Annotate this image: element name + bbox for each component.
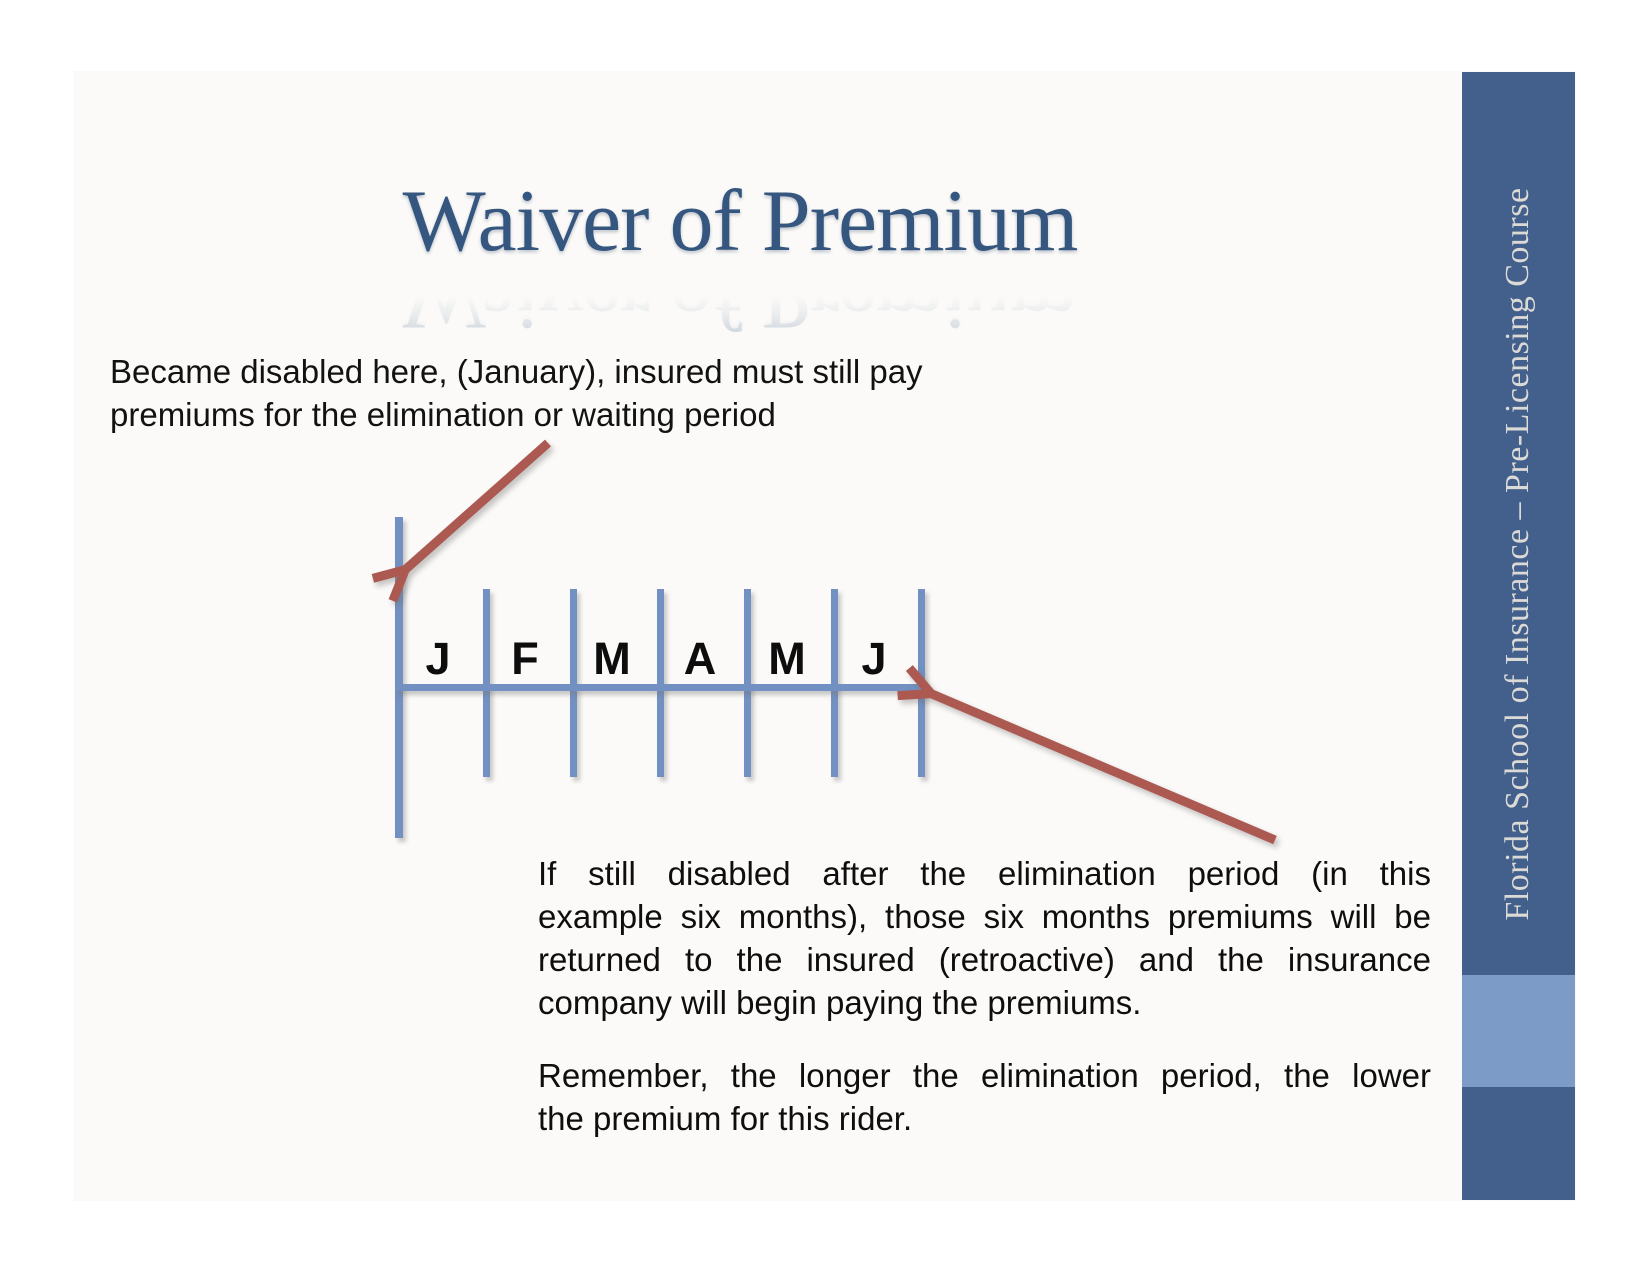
paragraph-line: company will begin paying the premiums. xyxy=(538,984,1142,1021)
arrow-to-timeline-start xyxy=(406,439,551,569)
paragraph-line: Remember, the longer the elimination per… xyxy=(538,1057,1431,1094)
timeline-tick xyxy=(657,589,664,777)
timeline-tick xyxy=(831,589,838,777)
annotation-top-left: Became disabled here, (January), insured… xyxy=(110,350,970,436)
paragraph-line: example six months), those six months pr… xyxy=(538,898,1431,935)
month-label-june: J xyxy=(861,633,887,684)
arrow-to-timeline-end xyxy=(932,694,1277,845)
timeline-start-line xyxy=(395,517,403,838)
paragraph-line: If still disabled after the elimination … xyxy=(538,855,1431,892)
timeline-tick xyxy=(918,589,925,777)
timeline-tick xyxy=(744,589,751,777)
month-label-may: M xyxy=(768,633,806,684)
slide: Waiver of Premium Became disabled here, … xyxy=(75,72,1575,1200)
paragraph-line: returned to the insured (retroactive) an… xyxy=(538,941,1431,978)
annotation-line: Became disabled here, (January), insured… xyxy=(110,353,923,390)
month-label-april: A xyxy=(683,633,717,684)
month-label-february: F xyxy=(511,633,539,684)
sidebar-light-block xyxy=(1462,975,1575,1087)
paragraph-elimination-period: If still disabled after the elimination … xyxy=(538,852,1431,1024)
slide-title: Waiver of Premium xyxy=(402,173,1079,270)
paragraph-line: the premium for this rider. xyxy=(538,1100,913,1137)
timeline-tick xyxy=(570,589,577,777)
month-label-january: J xyxy=(425,633,451,684)
paragraph-remember: Remember, the longer the elimination per… xyxy=(538,1054,1431,1140)
month-label-march: M xyxy=(593,633,631,684)
timeline-tick xyxy=(483,589,490,777)
timeline-axis xyxy=(395,684,926,691)
annotation-line: premiums for the elimination or waiting … xyxy=(110,396,776,433)
sidebar-course-label: Florida School of Insurance – Pre-Licens… xyxy=(1499,187,1536,921)
